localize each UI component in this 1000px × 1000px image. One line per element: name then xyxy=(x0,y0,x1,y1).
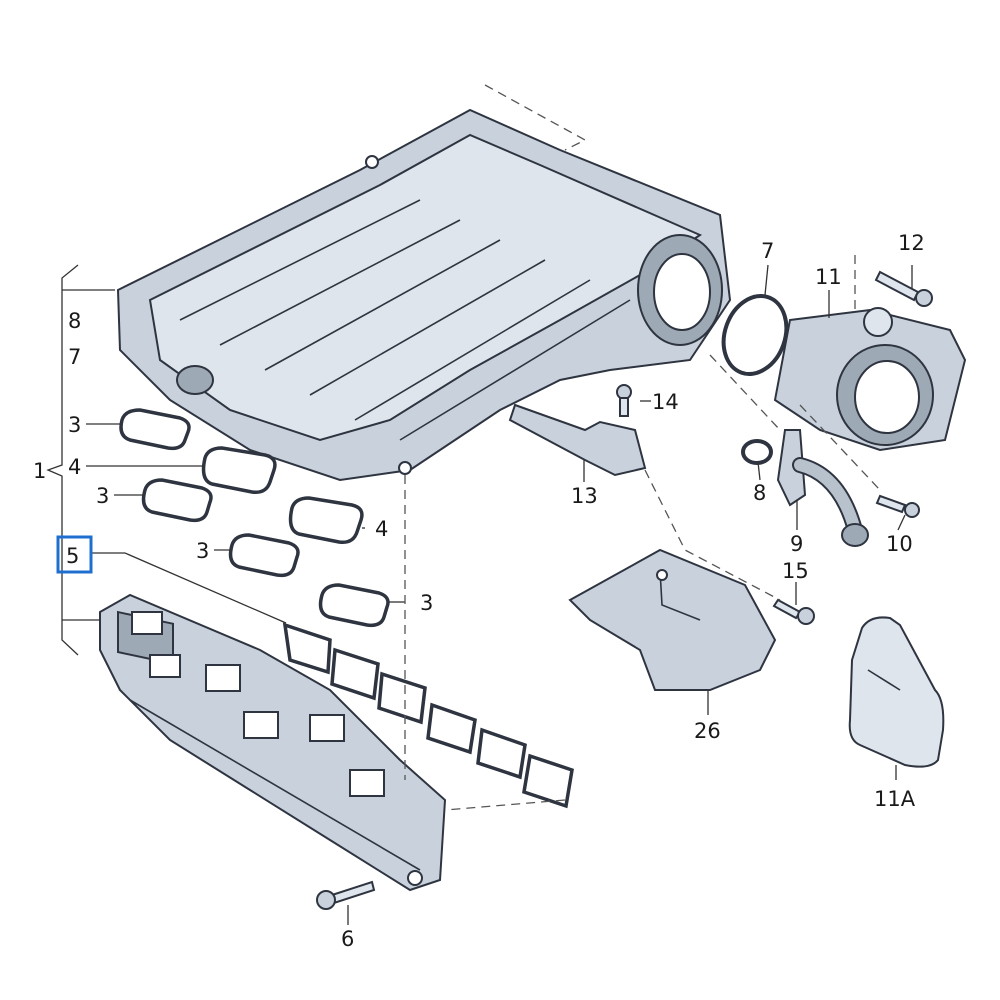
callout-12: 12 xyxy=(898,231,925,255)
bolt-15 xyxy=(772,598,815,625)
heat-shield-26 xyxy=(568,548,777,691)
alignment-lines xyxy=(404,84,881,811)
callout-3-b: 3 xyxy=(96,484,109,508)
callout-11a: 11A xyxy=(874,787,916,811)
gasket-3-b xyxy=(141,478,213,523)
bolt-14 xyxy=(616,384,632,417)
highlight-box xyxy=(56,535,93,574)
throttle-body-11 xyxy=(773,307,967,452)
callout-11: 11 xyxy=(815,265,842,289)
callout-3-c: 3 xyxy=(196,539,209,563)
callout-15: 15 xyxy=(782,559,809,583)
gasket-4-b xyxy=(288,496,364,545)
callout-9: 9 xyxy=(790,532,803,556)
o-ring-7 xyxy=(721,294,789,376)
callout-8: 8 xyxy=(753,481,766,505)
callout-3-a: 3 xyxy=(68,413,81,437)
callout-5: 5 xyxy=(66,544,79,568)
callouts: 1 8 7 3 4 3 4 3 5 3 6 7 11 12 14 13 8 9 … xyxy=(33,231,925,951)
callout-8-left: 8 xyxy=(68,309,81,333)
upper-intake-manifold xyxy=(116,108,732,482)
callout-13: 13 xyxy=(571,484,598,508)
callout-7-left: 7 xyxy=(68,345,81,369)
callout-1: 1 xyxy=(33,459,46,483)
leader-lines xyxy=(86,264,913,925)
gasket-3-c xyxy=(228,533,300,578)
callout-14: 14 xyxy=(652,390,679,414)
bracket-13 xyxy=(508,403,647,477)
callout-10: 10 xyxy=(886,532,913,556)
bolt-10 xyxy=(875,494,920,518)
assembly-bracket-1 xyxy=(46,264,115,656)
hose-clamp-8 xyxy=(741,439,773,465)
lower-intake-manifold xyxy=(99,593,447,892)
bolt-6 xyxy=(316,880,376,910)
gasket-3-d xyxy=(318,583,390,628)
callout-7: 7 xyxy=(761,239,774,263)
callout-26: 26 xyxy=(694,719,721,743)
gasket-5 xyxy=(282,622,574,809)
gasket-4-a xyxy=(201,446,277,495)
callout-3-d: 3 xyxy=(420,591,433,615)
callout-6: 6 xyxy=(341,927,354,951)
bolt-12 xyxy=(874,270,933,307)
gasket-3-a xyxy=(119,408,191,451)
callout-4-a: 4 xyxy=(68,455,81,479)
callout-4-b: 4 xyxy=(375,517,388,541)
breather-hose-9 xyxy=(776,429,869,547)
cover-11a xyxy=(848,616,945,768)
